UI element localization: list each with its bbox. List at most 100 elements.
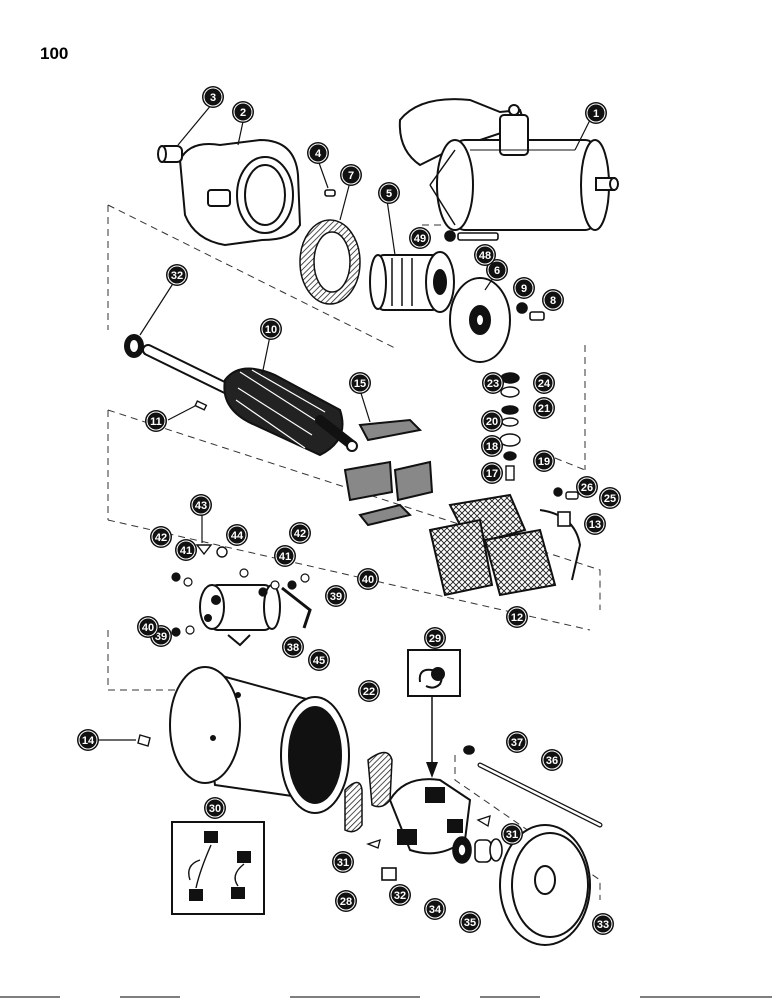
callout-circle: [424, 898, 446, 920]
commutator-end-cap: [499, 824, 591, 946]
callout-34: 34: [424, 898, 446, 920]
callout-ring: [487, 260, 507, 280]
callout-3: 3: [202, 86, 224, 108]
callout-ring: [205, 798, 225, 818]
callout-14: 14: [77, 729, 99, 751]
page-number: 100: [40, 44, 69, 63]
field-frame: [169, 666, 350, 814]
callout-label: 32: [171, 270, 183, 282]
callout-ring: [542, 750, 562, 770]
callout-label: 33: [597, 919, 609, 931]
callout-circle: [274, 545, 296, 567]
callout-circle: [282, 636, 304, 658]
callout-label: 31: [506, 829, 518, 841]
callout-label: 49: [414, 233, 426, 245]
callout-21: 21: [533, 397, 555, 419]
callout-44: 44: [226, 524, 248, 546]
callout-label: 45: [313, 655, 325, 667]
callout-circle: [481, 462, 503, 484]
callout-ring: [507, 607, 527, 627]
callout-ring: [326, 586, 346, 606]
callout-circle: [308, 649, 330, 671]
callout-label: 48: [479, 250, 491, 262]
brush-holder-plate: [388, 778, 472, 855]
plate-screw-and-washer: [516, 302, 545, 321]
callout-ring: [600, 488, 620, 508]
callout-ring: [502, 824, 522, 844]
callout-ring: [482, 436, 502, 456]
callout-5: 5: [378, 182, 400, 204]
callout-label: 9: [521, 283, 527, 295]
callout-circle: [506, 606, 528, 628]
callout-circle: [349, 372, 371, 394]
field-brush: [557, 511, 571, 527]
callout-38: 38: [282, 636, 304, 658]
callout-label: 4: [315, 148, 322, 160]
callout-ring: [534, 451, 554, 471]
callout-ring: [308, 143, 328, 163]
callout-circle: [145, 410, 167, 432]
callout-15: 15: [349, 372, 371, 394]
callout-circle: [533, 397, 555, 419]
callout-ring: [379, 183, 399, 203]
callout-ring: [233, 102, 253, 122]
through-bolt-48: [444, 230, 499, 242]
callout-ring: [593, 914, 613, 934]
callout-28: 28: [335, 890, 357, 912]
long-through-bolt: [463, 745, 603, 828]
callout-label: 14: [82, 735, 95, 747]
callout-circle: [409, 227, 431, 249]
callout-41b: 41: [274, 545, 296, 567]
armature-key: [194, 400, 208, 411]
callout-circle: [482, 372, 504, 394]
callout-label: 10: [265, 324, 277, 336]
callout-circle: [533, 450, 555, 472]
drive-clutch: [369, 251, 455, 313]
callout-32a: 32: [166, 264, 188, 286]
callout-label: 12: [511, 612, 523, 624]
callout-label: 43: [195, 500, 207, 512]
terminal-stack: [499, 372, 521, 481]
callout-42a: 42: [150, 526, 172, 548]
callout-circle: [474, 244, 496, 266]
callout-ring: [138, 617, 158, 637]
callout-40b: 40: [357, 568, 379, 590]
callout-2: 2: [232, 101, 254, 123]
callout-label: 13: [589, 519, 601, 531]
end-bushing-set: [452, 836, 503, 864]
leader-29-arrow: [426, 762, 438, 778]
callout-ring: [283, 637, 303, 657]
brush-springs: [344, 751, 393, 833]
callout-ring: [341, 165, 361, 185]
callout-10: 10: [260, 318, 282, 340]
callout-label: 2: [240, 107, 246, 119]
callout-ring: [191, 495, 211, 515]
callout-label: 25: [604, 493, 616, 505]
callout-ring: [507, 732, 527, 752]
callout-48: 48: [474, 244, 496, 266]
starter-motor-assembly: [398, 98, 619, 231]
drive-housing: [178, 138, 302, 247]
callout-ring: [475, 245, 495, 265]
callout-circle: [202, 86, 224, 108]
callout-41a: 41: [175, 539, 197, 561]
callout-23: 23: [482, 372, 504, 394]
callout-label: 32: [394, 890, 406, 902]
frame-screw: [137, 734, 151, 747]
field-terminal-screw: [553, 487, 579, 500]
callout-circle: [77, 729, 99, 751]
callout-36: 36: [541, 749, 563, 771]
callout-ring: [203, 87, 223, 107]
callout-18: 18: [481, 435, 503, 457]
callout-ring: [534, 373, 554, 393]
callout-label: 7: [348, 170, 354, 182]
callout-8: 8: [542, 289, 564, 311]
solenoid-hardware: [171, 568, 310, 637]
callout-39b: 39: [325, 585, 347, 607]
callout-ring: [483, 373, 503, 393]
callout-ring: [350, 373, 370, 393]
brush-plate-screw-2: [476, 815, 491, 828]
solenoid-link: [281, 586, 312, 629]
